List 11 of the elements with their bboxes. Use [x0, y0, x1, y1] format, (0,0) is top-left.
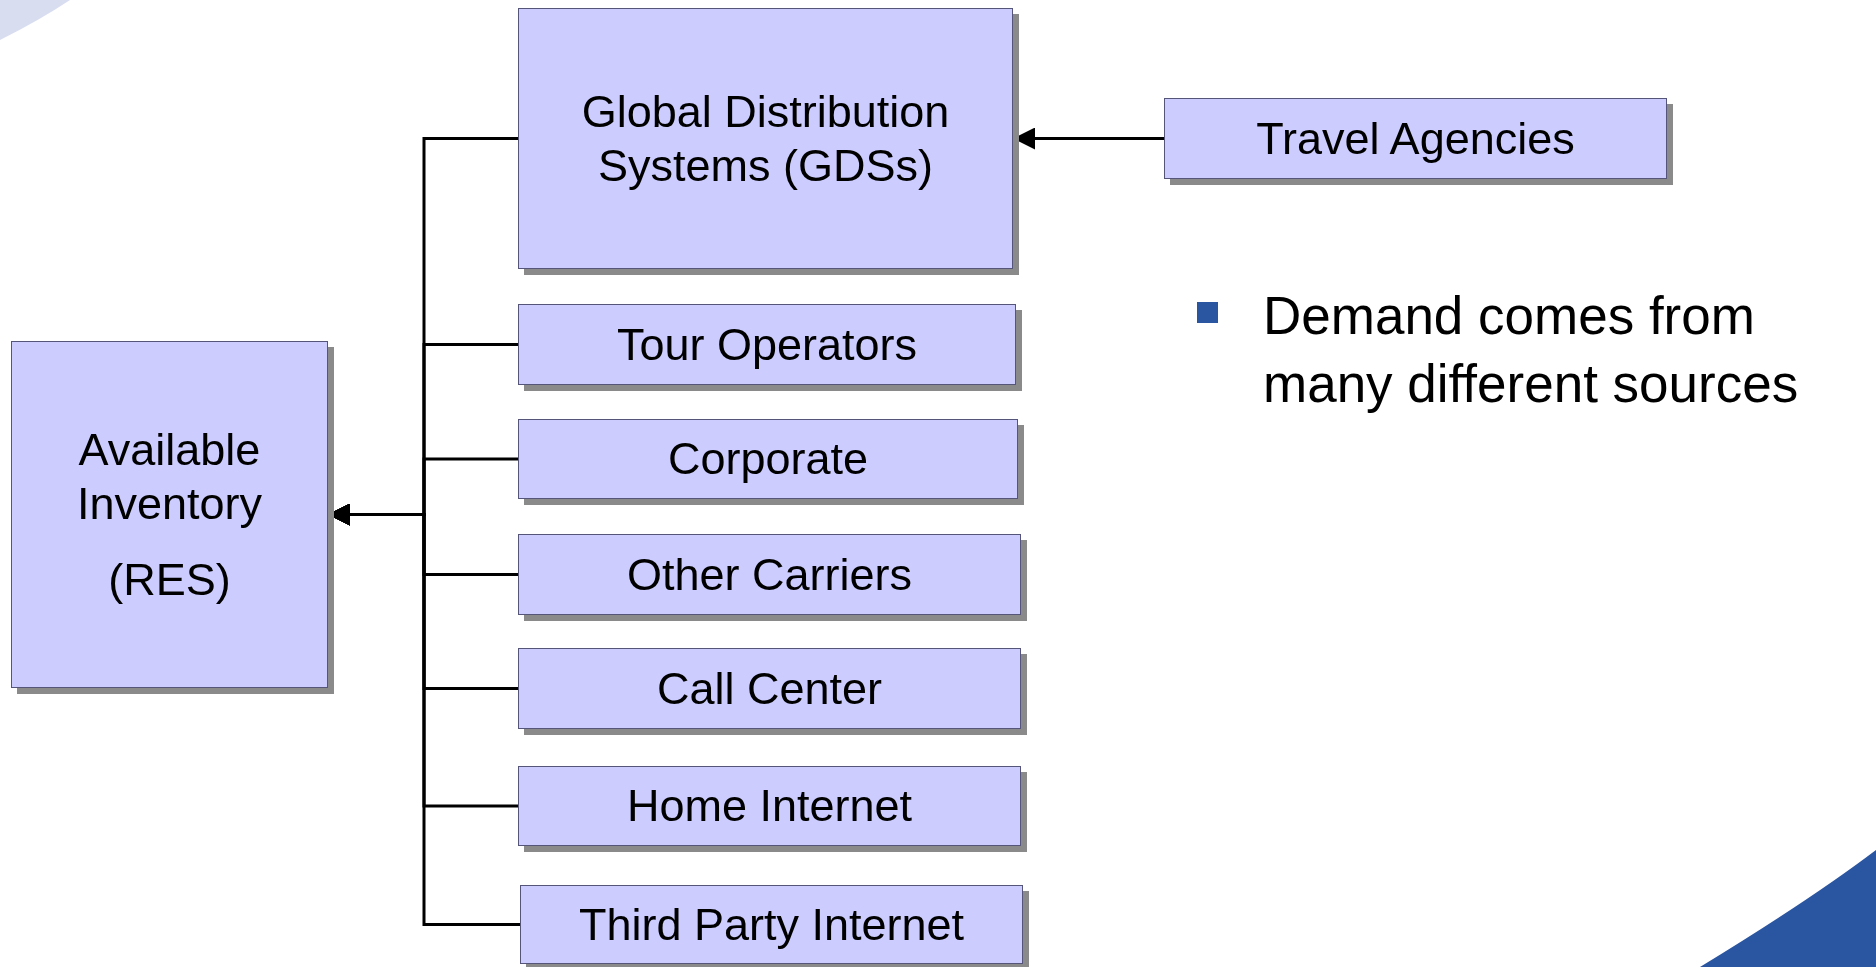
box-label: Available Inventory	[75, 422, 264, 531]
box-label: Call Center	[656, 661, 883, 716]
box-label: (RES)	[108, 552, 231, 607]
box-label: Home Internet	[626, 779, 913, 833]
box-label: Other Carriers	[626, 547, 913, 602]
box-label: Travel Agencies	[1256, 111, 1575, 166]
box-label: Corporate	[667, 432, 869, 486]
bullet-text: Demand comes from many different sources	[1263, 285, 1800, 415]
box-label: Global Distribution Systems (GDSs)	[580, 84, 951, 193]
box-label: Tour Operators	[616, 317, 918, 372]
box-label: Third Party Internet	[578, 897, 965, 952]
